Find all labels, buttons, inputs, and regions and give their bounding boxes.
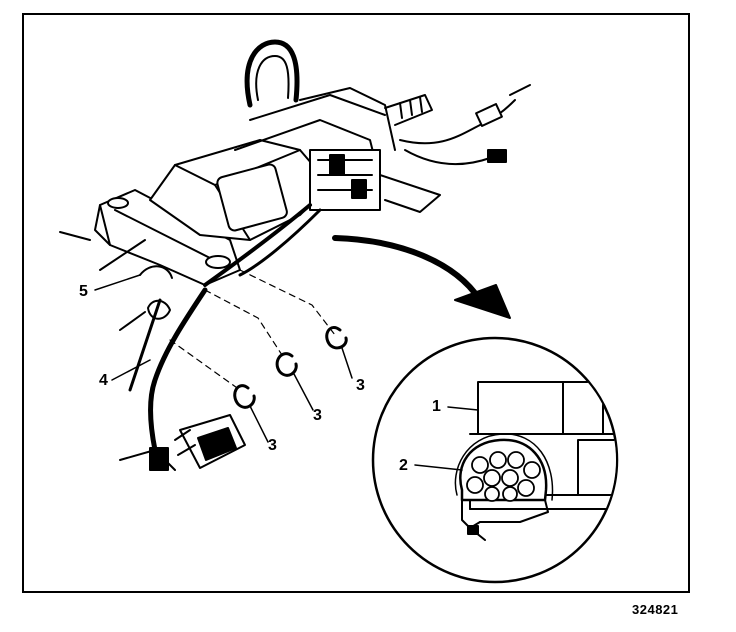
callout-3-right: 3 <box>356 377 365 394</box>
steering-shaft <box>384 94 433 126</box>
callout-4: 4 <box>99 372 108 389</box>
callout-5: 5 <box>79 283 88 300</box>
callout-3-left: 3 <box>268 437 277 454</box>
main-wiring-harness <box>119 203 322 471</box>
upper-wiring-harness <box>399 84 531 166</box>
dashed-guides <box>169 269 336 391</box>
detail-view <box>371 336 619 584</box>
switch-block <box>309 149 441 213</box>
tilt-lever <box>244 39 300 108</box>
strap-clips <box>233 326 348 409</box>
detail-arrow <box>332 235 511 319</box>
harness-clip-5 <box>119 265 173 331</box>
column-support-bracket <box>59 189 241 286</box>
lower-connector <box>174 414 246 469</box>
callout-1: 1 <box>432 398 441 415</box>
leader-lines <box>94 274 479 471</box>
callout-2: 2 <box>399 457 408 474</box>
callout-3-middle: 3 <box>313 407 322 424</box>
diagram-frame <box>22 13 690 593</box>
figure-number: 324821 <box>632 602 679 617</box>
